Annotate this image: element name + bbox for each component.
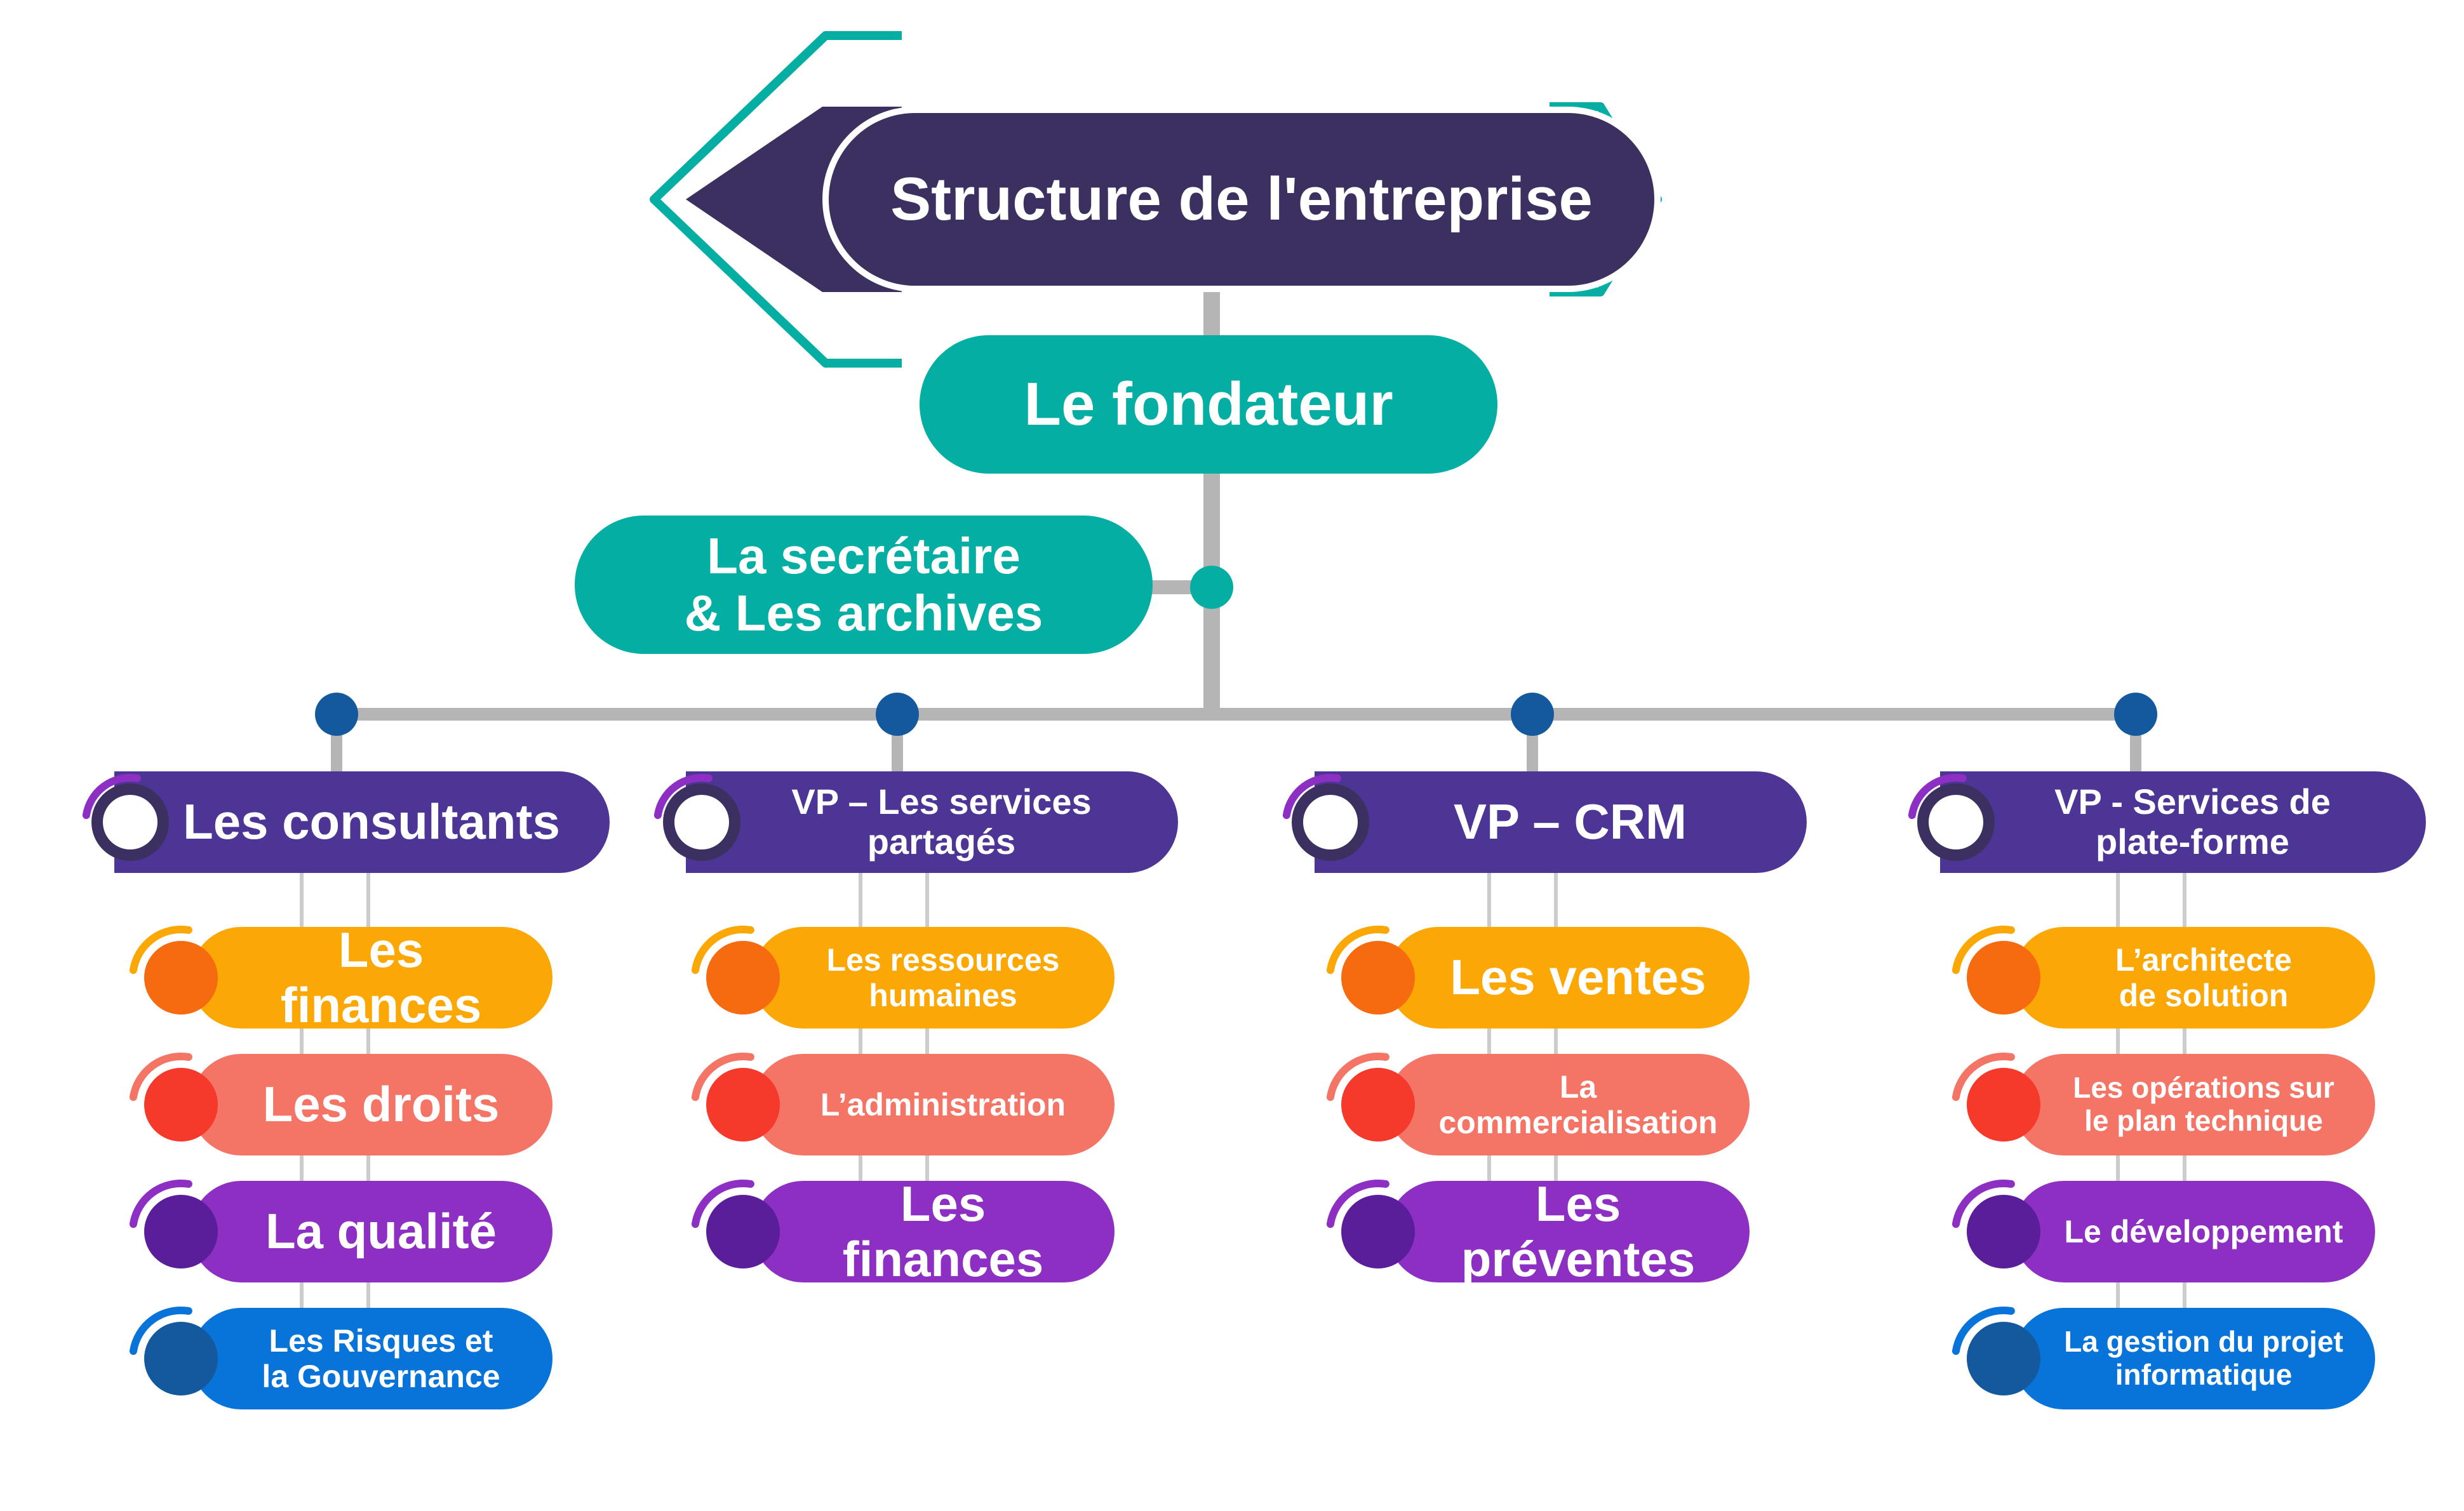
department-ring-icon: [82, 774, 169, 861]
bus-dot-crm: [1511, 693, 1554, 736]
department-box: VP - Services de plate-forme: [1940, 771, 2426, 873]
sub-department-dot-icon: [1952, 926, 2040, 1015]
sub-department-dot-icon: [1952, 1053, 2040, 1142]
department-box: VP – CRM: [1315, 771, 1807, 873]
bus-dot-platform: [2114, 693, 2157, 736]
secretary-junction-dot: [1190, 566, 1233, 609]
department-box: Les consultants: [114, 771, 610, 873]
sub-department-dot-icon: [1952, 1180, 2040, 1268]
child-rails: [300, 873, 2186, 1340]
sub-department-box: Les droits: [191, 1054, 552, 1155]
bus-dot-consultants: [315, 693, 358, 736]
bus-dot-shared: [876, 693, 919, 736]
department-ring-icon: [653, 774, 740, 861]
department-drops: [331, 714, 2141, 771]
sub-department-box: Le développement: [2013, 1181, 2375, 1282]
founder-box: Le fondateur: [920, 335, 1497, 474]
sub-department-dot-icon: [1952, 1307, 2040, 1395]
sub-department-dot-icon: [691, 1053, 780, 1142]
page-title: Structure de l'entreprise: [822, 107, 1661, 292]
sub-department-box: Les finances: [753, 1176, 1115, 1287]
sub-department-dot-icon: [129, 1180, 218, 1268]
sub-department-box: Les Risques et la Gouvernance: [191, 1308, 552, 1409]
sub-department-box: L’architecte de solution: [2013, 927, 2375, 1028]
sub-department-box: Les ventes: [1388, 927, 1750, 1028]
department-box: VP – Les services partagés: [686, 771, 1178, 873]
sub-department-dot-icon: [1326, 926, 1415, 1015]
department-ring-icon: [1282, 774, 1369, 861]
sub-department-dot-icon: [129, 926, 218, 1015]
sub-department-dot-icon: [1326, 1053, 1415, 1142]
sub-department-box: Les préventes: [1388, 1176, 1750, 1287]
sub-department-box: Les finances: [191, 922, 552, 1033]
sub-department-box: Les ressources humaines: [753, 927, 1115, 1028]
sub-department-dot-icon: [129, 1307, 218, 1395]
sub-department-box: La qualité: [191, 1181, 552, 1282]
sub-department-dot-icon: [691, 1180, 780, 1268]
sub-department-dot-icon: [691, 926, 780, 1015]
secretary-box: La secrétaire & Les archives: [575, 516, 1153, 654]
sub-department-box: La gestion du projet informatique: [2013, 1308, 2375, 1409]
sub-department-box: Les opérations sur le plan technique: [2013, 1054, 2375, 1155]
sub-department-dot-icon: [1326, 1180, 1415, 1268]
sub-department-box: La commercialisation: [1388, 1054, 1750, 1155]
sub-department-box: L’administration: [753, 1054, 1115, 1155]
department-ring-icon: [1908, 774, 1995, 861]
sub-department-dot-icon: [129, 1053, 218, 1142]
